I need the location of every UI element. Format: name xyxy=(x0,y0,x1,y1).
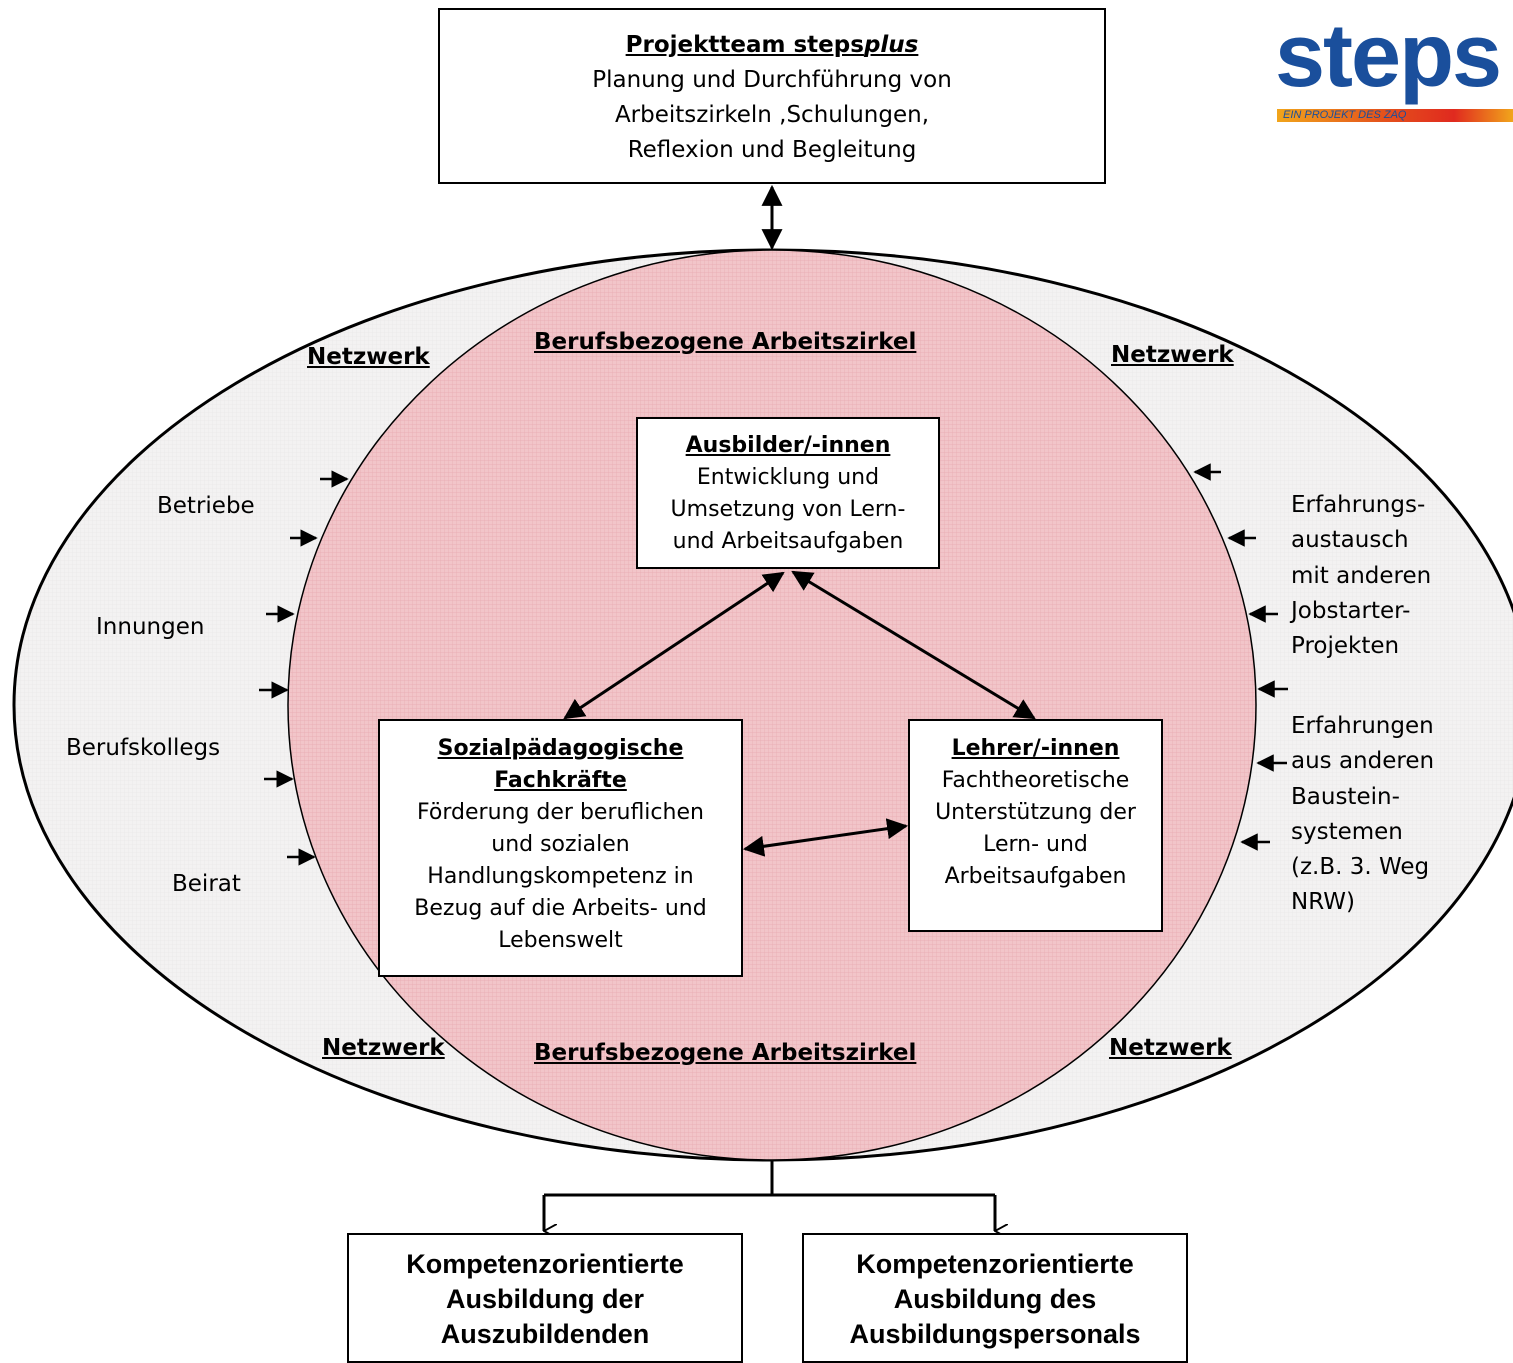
sozial-line: Handlungskompetenz in xyxy=(427,864,694,889)
logo-word: steps xyxy=(1275,6,1502,106)
left-item-berufskollegs: Berufskollegs xyxy=(66,735,221,761)
ausbilder-line: Umsetzung von Lern- xyxy=(670,497,906,522)
arrow-ausbilder-sozial xyxy=(563,571,785,720)
right-line: (z.B. 3. Weg xyxy=(1291,854,1430,881)
output-box-auszubildende: Kompetenzorientierte Ausbildung der Ausz… xyxy=(347,1233,743,1363)
right-line: Erfahrungen xyxy=(1291,713,1434,739)
ausbilder-line: Entwicklung und xyxy=(696,465,880,490)
output-line: Ausbildung des xyxy=(893,1284,1097,1314)
right-line: systemen xyxy=(1291,818,1403,845)
lehrer-line: Lern- und xyxy=(983,832,1088,857)
arrow-ausbilder-lehrer xyxy=(791,570,1036,720)
output-line: Ausbildung der xyxy=(446,1284,644,1314)
right-inflow-arrows xyxy=(1193,463,1288,851)
arbeitszirkel-label-top: Berufsbezogene Arbeitszirkel xyxy=(534,329,917,355)
output-line: Ausbildungspersonals xyxy=(849,1319,1141,1349)
left-item-innungen: Innungen xyxy=(96,614,205,640)
left-inflow-arrows xyxy=(259,470,349,866)
ausbilder-line: und Arbeitsaufgaben xyxy=(672,529,904,554)
sozial-line: Lebenswelt xyxy=(498,928,623,953)
lehrer-line: Arbeitsaufgaben xyxy=(944,864,1127,889)
output-line: Auszubildenden xyxy=(440,1319,650,1349)
projektteam-line-2: Arbeitszirkeln ,Schulungen, xyxy=(614,102,930,128)
output-box-ausbildungspersonal: Kompetenzorientierte Ausbildung des Ausb… xyxy=(802,1233,1188,1363)
ausbilder-title: Ausbilder/-innen xyxy=(685,433,891,458)
sozial-line: und sozialen xyxy=(491,832,630,857)
lehrer-line: Fachtheoretische xyxy=(941,768,1130,793)
netzwerk-label-bottom-right: Netzwerk xyxy=(1109,1035,1232,1061)
ausbilder-box: Ausbilder/-innen Entwicklung und Umsetzu… xyxy=(636,417,940,569)
steps-logo: steps EIN PROJEKT DES ZAQ xyxy=(1275,6,1513,125)
sozial-line: Bezug auf die Arbeits- und xyxy=(414,896,707,921)
right-line: Projekten xyxy=(1291,633,1400,660)
arbeitszirkel-circle xyxy=(287,249,1257,1161)
left-item-beirat: Beirat xyxy=(172,871,241,897)
right-line: austausch xyxy=(1291,527,1409,554)
sozial-title: Sozialpädagogische xyxy=(437,736,684,761)
lehrer-box: Lehrer/-innen Fachtheoretische Unterstüt… xyxy=(908,719,1163,932)
right-line: Jobstarter- xyxy=(1291,597,1411,624)
right-line: Baustein- xyxy=(1291,783,1400,810)
netzwerk-label-bottom-left: Netzwerk xyxy=(322,1035,445,1061)
left-item-betriebe: Betriebe xyxy=(157,493,255,519)
output-connector xyxy=(542,1160,995,1231)
output-line: Kompetenzorientierte xyxy=(856,1249,1134,1279)
logo-tagline: EIN PROJEKT DES ZAQ xyxy=(1277,109,1513,122)
projektteam-line-1: Planung und Durchführung von xyxy=(592,67,952,93)
lehrer-title: Lehrer/-innen xyxy=(951,736,1120,761)
right-line: Erfahrungs- xyxy=(1291,492,1426,518)
output-line: Kompetenzorientierte xyxy=(406,1249,684,1279)
sozialpaedagogik-box: Sozialpädagogische Fachkräfte Förderung … xyxy=(378,719,743,977)
right-line: NRW) xyxy=(1291,889,1355,916)
sozial-title: Fachkräfte xyxy=(494,768,627,793)
right-line: mit anderen xyxy=(1291,562,1432,589)
arbeitszirkel-label-bottom: Berufsbezogene Arbeitszirkel xyxy=(534,1040,917,1066)
projektteam-title: Projektteam stepsplus xyxy=(625,32,919,58)
arrow-sozial-lehrer xyxy=(742,818,909,857)
projektteam-box: Projektteam stepsplus Planung und Durchf… xyxy=(438,8,1106,184)
sozial-line: Förderung der beruflichen xyxy=(417,800,704,825)
lehrer-line: Unterstützung der xyxy=(935,800,1136,825)
right-group-jobstarter: Erfahrungs- austausch mit anderen Jobsta… xyxy=(1291,488,1431,664)
right-group-bausteinsysteme: Erfahrungen aus anderen Baustein- system… xyxy=(1291,709,1434,921)
netzwerk-label-top-left: Netzwerk xyxy=(307,344,430,370)
projektteam-line-3: Reflexion und Begleitung xyxy=(627,137,917,163)
netzwerk-label-top-right: Netzwerk xyxy=(1111,342,1234,368)
right-line: aus anderen xyxy=(1291,748,1435,775)
